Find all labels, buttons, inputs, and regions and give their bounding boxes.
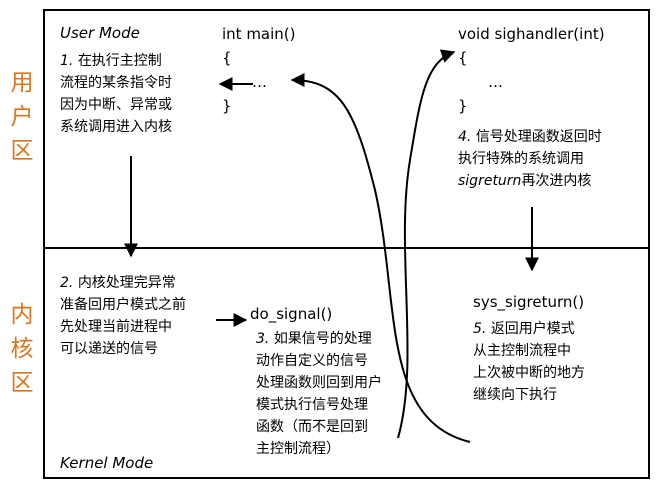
step-3-number: 3.: [256, 331, 270, 347]
main-open-brace: {: [222, 49, 232, 67]
kernel-mode-title: Kernel Mode: [60, 454, 154, 472]
arrow-do-signal-to-handler: [397, 49, 456, 439]
step-4-line-3: 再次进内核: [521, 173, 592, 189]
step-2-line-4: 可以递送的信号: [60, 341, 158, 357]
handler-body: …: [488, 73, 503, 91]
step-3-line-2: 动作自定义的信号: [256, 353, 368, 369]
step-1-text: 1. 在执行主控制 流程的某条指令时 因为中断、异常或 系统调用进入内核: [60, 50, 172, 138]
sys-sigreturn-call: sys_sigreturn(): [473, 293, 585, 311]
handler-function: void sighandler(int) { … }: [458, 22, 605, 118]
mode-divider: [43, 247, 650, 249]
step-5-number: 5.: [473, 321, 487, 337]
kernel-space-char-2: 核: [10, 336, 34, 362]
do-signal-call: do_signal(): [250, 305, 333, 323]
step-5-line-3: 上次被中断的地方: [473, 365, 585, 381]
main-function: int main() { … }: [222, 22, 296, 118]
main-body: …: [252, 73, 267, 91]
step-3-line-3: 处理函数则回到用户: [256, 375, 382, 391]
step-3-line-6: 主控制流程）: [256, 441, 340, 457]
step-1-line-1: 在执行主控制: [77, 53, 162, 69]
step-4-text: 4. 信号处理函数返回时 执行特殊的系统调用 sigreturn再次进内核: [458, 126, 602, 192]
main-close-brace: }: [222, 97, 232, 115]
step-2-line-1: 内核处理完异常: [77, 275, 176, 291]
step-3-line-5: 函数（而不是回到: [256, 419, 368, 435]
user-mode-title: User Mode: [60, 24, 140, 42]
step-5-line-2: 从主控制流程中: [473, 343, 571, 359]
step-4-line-2: 执行特殊的系统调用: [458, 151, 584, 167]
step-2-text: 2. 内核处理完异常 准备回用户模式之前 先处理当前进程中 可以递送的信号: [60, 272, 186, 360]
user-space-char-1: 用: [10, 70, 34, 96]
main-signature: int main(): [222, 25, 296, 43]
step-3-line-4: 模式执行信号处理: [256, 397, 368, 413]
step-1-line-3: 因为中断、异常或: [60, 97, 172, 113]
kernel-space-label: 内 核 区: [8, 298, 36, 400]
step-2-number: 2.: [60, 275, 74, 291]
step-5-line-4: 继续向下执行: [473, 387, 557, 403]
step-2-line-3: 先处理当前进程中: [60, 319, 172, 335]
step-1-number: 1.: [60, 53, 74, 69]
handler-signature: void sighandler(int): [458, 25, 605, 43]
step-4-number: 4.: [458, 129, 472, 145]
step-3-line-1: 如果信号的处理: [273, 331, 372, 347]
user-space-label: 用 户 区: [8, 66, 36, 168]
step-5-line-1: 返回用户模式: [490, 321, 575, 337]
user-space-char-2: 户: [10, 104, 34, 130]
step-1-line-4: 系统调用进入内核: [60, 119, 172, 135]
diagram-frame: [43, 9, 650, 479]
handler-open-brace: {: [458, 49, 468, 67]
step-5-text: 5. 返回用户模式 从主控制流程中 上次被中断的地方 继续向下执行: [473, 318, 585, 406]
kernel-space-char-3: 区: [10, 370, 34, 396]
sigreturn-term: sigreturn: [458, 173, 522, 189]
step-1-line-2: 流程的某条指令时: [60, 75, 172, 91]
arrow-sys-sigreturn-to-main: [290, 73, 471, 443]
step-2-line-2: 准备回用户模式之前: [60, 297, 186, 313]
step-4-line-1: 信号处理函数返回时: [475, 129, 602, 145]
kernel-space-char-1: 内: [10, 302, 34, 328]
user-space-char-3: 区: [10, 138, 34, 164]
handler-close-brace: }: [458, 97, 468, 115]
step-3-text: 3. 如果信号的处理 动作自定义的信号 处理函数则回到用户 模式执行信号处理 函…: [256, 328, 382, 460]
